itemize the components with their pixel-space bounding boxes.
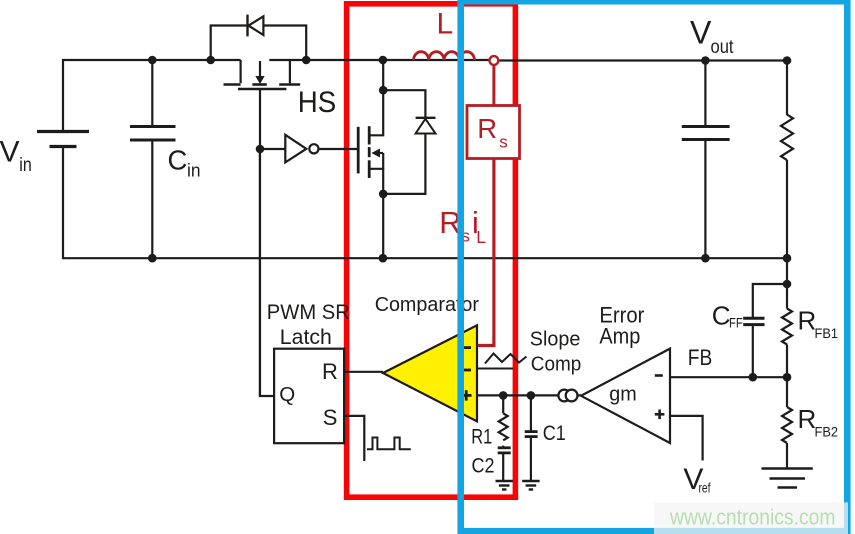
- svg-text:V: V: [683, 463, 703, 496]
- svg-text:out: out: [711, 37, 735, 58]
- svg-text:FB2: FB2: [815, 423, 839, 439]
- svg-text:R1: R1: [471, 425, 492, 449]
- svg-text:C2: C2: [472, 454, 495, 478]
- svg-text:R: R: [477, 113, 497, 144]
- svg-text:gm: gm: [609, 384, 637, 406]
- svg-text:S: S: [323, 405, 338, 430]
- svg-text:C1: C1: [543, 421, 566, 445]
- svg-text:FF: FF: [729, 314, 743, 330]
- svg-text:FB1: FB1: [815, 325, 839, 341]
- svg-text:FB: FB: [688, 345, 713, 370]
- svg-text:R: R: [798, 306, 817, 336]
- svg-text:HS: HS: [298, 86, 337, 119]
- svg-text:Comparator: Comparator: [375, 294, 480, 316]
- svg-text:in: in: [19, 155, 32, 176]
- svg-text:R: R: [322, 359, 338, 384]
- svg-text:V: V: [0, 136, 20, 169]
- svg-text:Slope: Slope: [530, 329, 581, 351]
- svg-text:Comp: Comp: [531, 353, 582, 375]
- svg-text:Q: Q: [279, 383, 295, 406]
- svg-text:s: s: [499, 133, 508, 152]
- svg-text:R: R: [439, 206, 461, 240]
- svg-text:C: C: [712, 301, 731, 331]
- svg-text:i: i: [472, 206, 479, 240]
- svg-text:L: L: [476, 227, 486, 247]
- svg-text:PWM SR: PWM SR: [267, 301, 350, 324]
- svg-text:C: C: [168, 145, 188, 176]
- svg-text:R: R: [798, 404, 817, 434]
- svg-text:Latch: Latch: [280, 326, 332, 349]
- svg-text:in: in: [187, 161, 201, 181]
- svg-text:s: s: [462, 227, 470, 245]
- svg-text:Amp: Amp: [599, 324, 640, 349]
- svg-text:Error: Error: [599, 303, 644, 328]
- svg-text:V: V: [690, 15, 712, 51]
- svg-text:ref: ref: [699, 479, 711, 495]
- svg-text:www.cntronics.com: www.cntronics.com: [669, 505, 835, 530]
- svg-text:L: L: [437, 8, 454, 41]
